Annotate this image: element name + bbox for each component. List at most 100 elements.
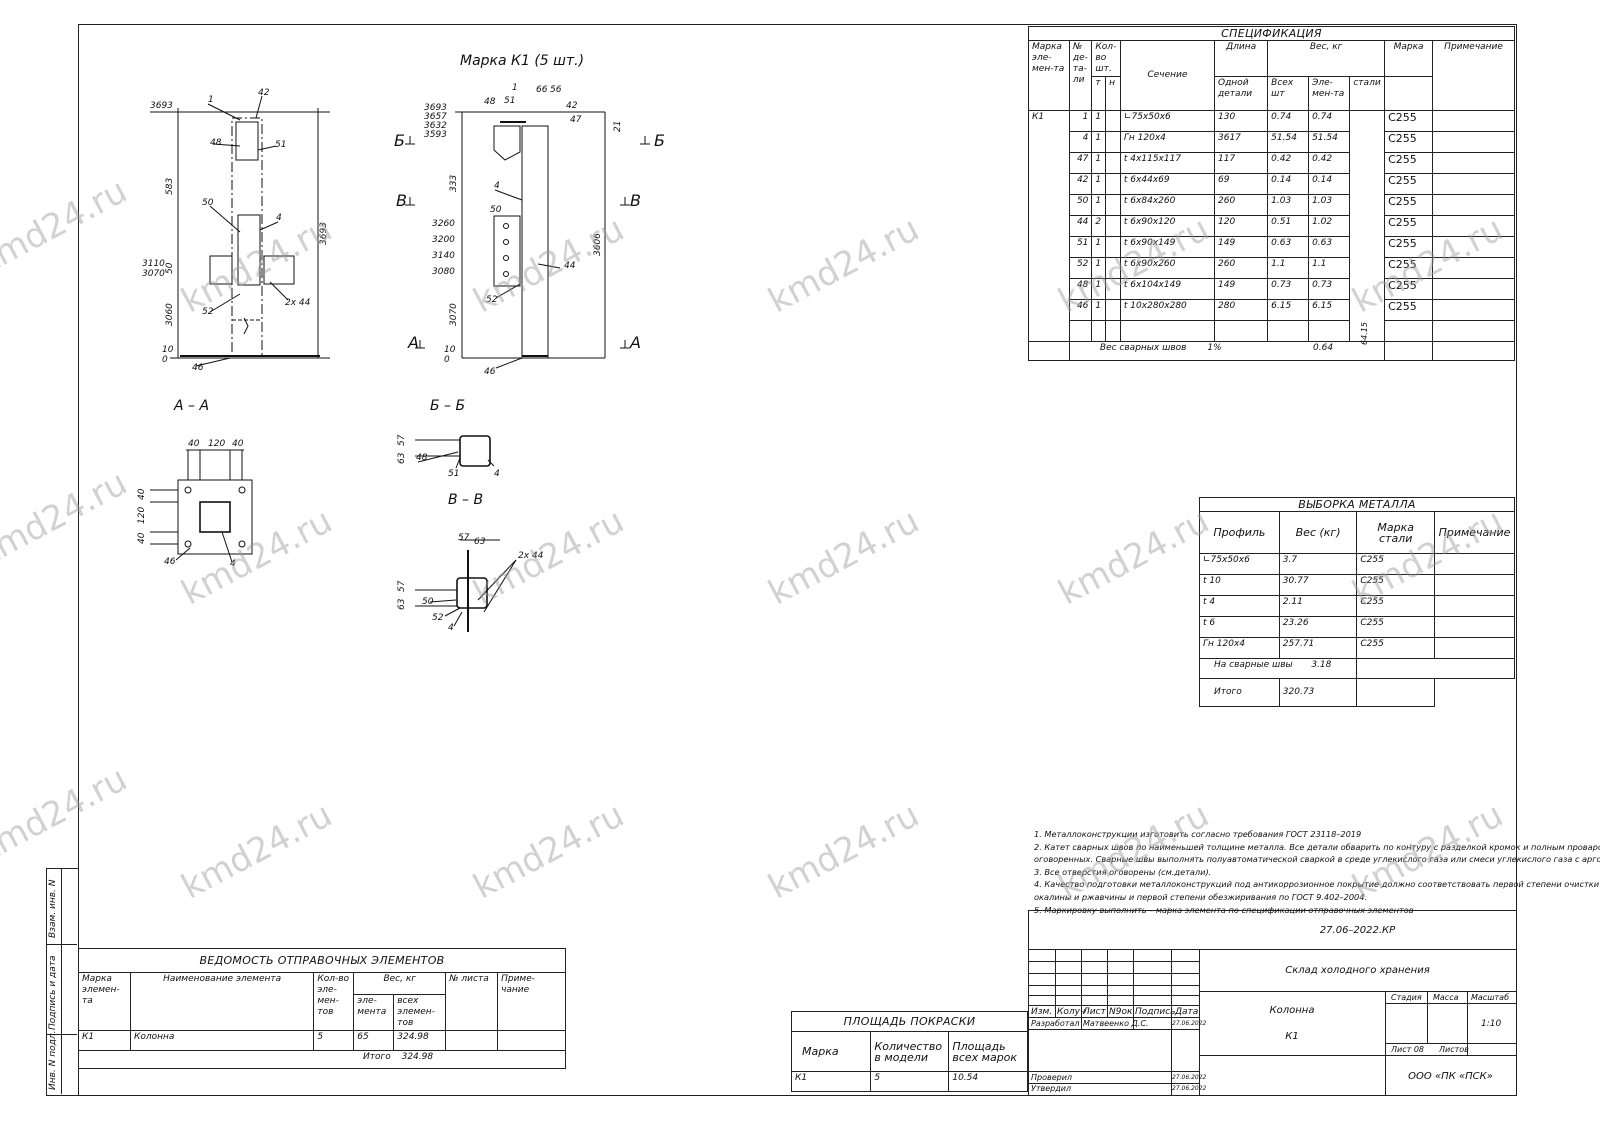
side-pos-52: 52 (486, 295, 498, 305)
vv-hdim-63: 63 (397, 598, 407, 610)
spec-weld-label: Вес сварных швов (1099, 343, 1187, 353)
side-dim-21: 21 (613, 121, 623, 132)
aa-dim-40a: 40 (188, 439, 200, 449)
vv-pos-50: 50 (422, 597, 434, 607)
spec-row-qty: 1 (1091, 152, 1107, 174)
spec-row-section: t 4х115х117 (1119, 152, 1216, 174)
shipping-h-name: Наименование элемента (129, 972, 315, 1031)
aa-vdim-40a: 40 (137, 488, 147, 500)
spec-row-section: t 6х84х260 (1119, 194, 1216, 216)
spec-row-steel: С255 (1384, 173, 1434, 195)
note-line: 4. Качество подготовки металлоконструкци… (1034, 879, 1600, 890)
spec-row-element (1028, 173, 1070, 195)
stamp-sheets: Листов (1439, 1045, 1469, 1054)
spec-row-no: 44 (1068, 215, 1093, 237)
metal-h-weight: Вес (кг) (1278, 511, 1358, 554)
spec-row-section: t 6х90х149 (1119, 236, 1216, 258)
spec-row-qty: 1 (1091, 110, 1107, 132)
stamp-apr-date: 27.06.2022 (1172, 1085, 1207, 1092)
front-pos-2x44: 2х 44 (285, 298, 311, 308)
vv-pos-2x44: 2х 44 (518, 551, 544, 561)
metal-row-profile: t 10 (1199, 574, 1280, 596)
stamp-name1: Колонна (1269, 1005, 1315, 1016)
side-pos-50: 50 (490, 205, 502, 215)
spec-weld-pct: 1% (1207, 343, 1222, 353)
note-line: оговоренных. Сварные швы выполнять полуа… (1034, 854, 1600, 865)
spec-row-one: 1.03 (1267, 194, 1310, 216)
side-dim-66: 66 (536, 85, 548, 95)
spec-row-len: 3617 (1213, 131, 1269, 153)
spec-row-elem (1348, 278, 1386, 300)
paint-table: ПЛОЩАДЬ ПОКРАСКИ Марка Количество в моде… (790, 1011, 1028, 1092)
shipping-h-mark: Марка элемен-та (78, 972, 131, 1031)
stamp-checked: Проверил (1031, 1073, 1073, 1082)
paint-title: ПЛОЩАДЬ ПОКРАСКИ (791, 1011, 1028, 1032)
stamp-h-sign: Подпись (1135, 1007, 1176, 1017)
spec-row-qty: 1 (1091, 299, 1107, 321)
metal-row-steel: С255 (1356, 595, 1435, 617)
stamp-code: 27.06–2022.КР (1319, 925, 1396, 936)
shipping-row-one: 65 (353, 1030, 395, 1051)
spec-h-no: № де-та-ли (1068, 40, 1093, 111)
spec-row-no: 51 (1068, 236, 1093, 258)
spec-row-steel: С255 (1384, 131, 1434, 153)
metal-row-weight: 2.11 (1278, 595, 1358, 617)
spec-row-one: 6.15 (1267, 299, 1310, 321)
cut-v-left: В (396, 191, 407, 210)
spec-row-one: 0.14 (1267, 173, 1310, 195)
spec-row-element (1028, 215, 1070, 237)
cut-v-right: В (630, 191, 641, 210)
spec-row-steel: С255 (1384, 257, 1434, 279)
side-pos-48: 48 (484, 97, 496, 107)
metal-row-weight: 3.7 (1278, 553, 1358, 575)
spec-row-one: 0.74 (1267, 110, 1310, 132)
spec-row-note (1432, 152, 1515, 174)
aa-dim-120: 120 (208, 439, 225, 449)
front-dim-3070: 3070 (142, 269, 165, 279)
paint-h-area: Площадь всех марок (948, 1031, 1028, 1072)
spec-row-all: 1.03 (1308, 194, 1350, 216)
spec-row-all: 51.54 (1308, 131, 1350, 153)
side-dim-3657: 3657 (424, 112, 447, 122)
section-aa-title: А – А (173, 398, 209, 414)
front-dim-50: 50 (165, 262, 175, 274)
spec-row-no: 46 (1068, 299, 1093, 321)
spec-row-no: 1 (1068, 110, 1093, 132)
aa-pos-4: 4 (230, 559, 236, 569)
spec-row-no: 52 (1068, 257, 1093, 279)
front-dim-10: 10 (162, 345, 174, 355)
stamp-h-scale: Масштаб (1471, 993, 1510, 1002)
note-line: 5. Маркировку выполнить – марка элемента… (1034, 904, 1414, 915)
cut-a-right: А (629, 333, 641, 352)
spec-row-steel: С255 (1384, 278, 1434, 300)
metal-weld-label: На сварные швы (1214, 660, 1293, 670)
spec-row-all: 0.74 (1308, 110, 1350, 132)
stamp-dev-date: 27.06.2022 (1172, 1020, 1207, 1027)
spec-row-element (1028, 236, 1070, 258)
spec-row-no: 47 (1068, 152, 1093, 174)
spec-row-n (1105, 299, 1121, 321)
spec-row-n (1105, 152, 1121, 174)
shipping-row-name: Колонна (129, 1030, 315, 1051)
shipping-h-note: Приме-чание (497, 972, 566, 1031)
spec-row-n (1105, 110, 1121, 132)
front-pos-4: 4 (276, 213, 282, 223)
vv-dim-63: 63 (474, 537, 486, 547)
metal-row-weight: 257.71 (1278, 637, 1358, 659)
front-pos-50: 50 (202, 198, 214, 208)
metal-row-note (1434, 574, 1515, 596)
side-pos-51: 51 (504, 96, 515, 106)
spec-h-all: Всех шт (1267, 76, 1310, 111)
sheet-frame (78, 24, 1517, 1096)
paint-h-mark: Марка (790, 1031, 872, 1072)
spec-row-len: 280 (1213, 299, 1269, 321)
spec-row-one: 0.63 (1267, 236, 1310, 258)
spec-row-note (1432, 194, 1515, 216)
spec-row-n (1105, 173, 1121, 195)
side-dim-3632: 3632 (424, 121, 447, 131)
